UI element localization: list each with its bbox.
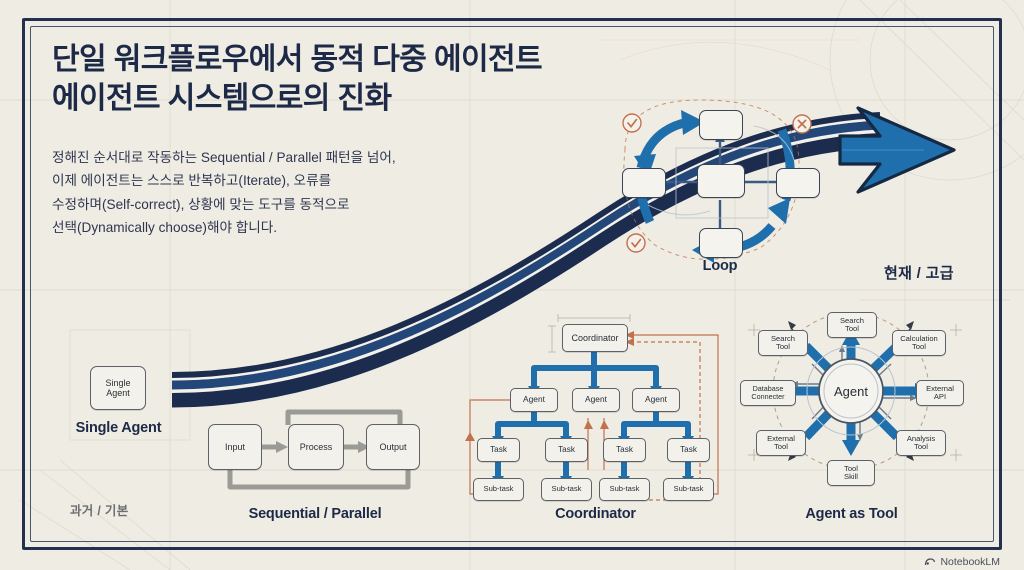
notebooklm-watermark: NotebookLM bbox=[924, 556, 1000, 568]
node-label: Output bbox=[379, 441, 407, 452]
page-title: 단일 워크플로우에서 동적 다중 에이전트 에이전트 시스템으로의 진화 bbox=[52, 43, 543, 115]
node-label: External API bbox=[926, 383, 954, 401]
node-label: Input bbox=[224, 441, 246, 452]
node-subtask-3: Sub-task bbox=[599, 478, 650, 501]
node-label: Agent bbox=[645, 394, 667, 405]
tool-node-search-left: Search Tool bbox=[758, 330, 808, 356]
era-label-now: 현재 / 고급 bbox=[884, 265, 954, 282]
node-label: Sub-task bbox=[609, 484, 640, 494]
node-agent-3: Agent bbox=[632, 388, 680, 412]
poster-frame-outer bbox=[22, 18, 1002, 550]
node-output: Output bbox=[366, 424, 420, 470]
node-label: Database Connecter bbox=[751, 383, 785, 401]
node-label: Sub-task bbox=[673, 484, 704, 494]
loop-node-center bbox=[697, 164, 745, 198]
loop-node-top bbox=[699, 110, 743, 140]
node-task-1: Task bbox=[477, 438, 520, 462]
tool-node-search-top: Search Tool bbox=[827, 312, 877, 338]
node-agent-center: Agent bbox=[819, 381, 883, 401]
node-input: Input bbox=[208, 424, 262, 470]
tool-node-external-tool: External Tool bbox=[756, 430, 806, 456]
node-agent-1: Agent bbox=[510, 388, 558, 412]
node-label: Analysis Tool bbox=[906, 433, 936, 451]
node-process: Process bbox=[288, 424, 344, 470]
node-label: Agent bbox=[523, 394, 545, 405]
node-task-2: Task bbox=[545, 438, 588, 462]
node-label: External Tool bbox=[767, 433, 795, 451]
tool-node-calculation: Calculation Tool bbox=[892, 330, 946, 356]
tool-node-database-connecter: Database Connecter bbox=[740, 380, 796, 406]
notebooklm-logo-icon bbox=[925, 558, 936, 566]
node-label: Search Tool bbox=[770, 333, 796, 351]
node-label: Search Tool bbox=[839, 315, 865, 333]
era-label-past: 과거 / 기본 bbox=[70, 504, 129, 518]
node-label: Task bbox=[490, 445, 507, 455]
node-single-agent: Single Agent bbox=[90, 366, 146, 410]
loop-node-bottom bbox=[699, 228, 743, 258]
caption-sequential: Sequential / Parallel bbox=[248, 506, 382, 522]
node-label: Single Agent bbox=[105, 377, 131, 398]
node-coordinator: Coordinator bbox=[562, 324, 628, 352]
node-task-3: Task bbox=[603, 438, 646, 462]
node-label: Calculation Tool bbox=[900, 333, 938, 351]
node-label: Task bbox=[558, 445, 575, 455]
tool-node-tool-skill: Tool Skill bbox=[827, 460, 875, 486]
node-subtask-4: Sub-task bbox=[663, 478, 714, 501]
node-label: Agent bbox=[585, 394, 607, 405]
node-label: Sub-task bbox=[551, 484, 582, 494]
tool-node-external-api: External API bbox=[916, 380, 964, 406]
caption-agent-as-tool: Agent as Tool bbox=[805, 506, 898, 522]
node-label: Sub-task bbox=[483, 484, 514, 494]
node-agent-2: Agent bbox=[572, 388, 620, 412]
page-subtitle: 정해진 순서대로 작동하는 Sequential / Parallel 패턴을 … bbox=[52, 150, 396, 236]
poster-frame-inner bbox=[30, 26, 994, 542]
node-subtask-2: Sub-task bbox=[541, 478, 592, 501]
loop-node-right bbox=[776, 168, 820, 198]
caption-coordinator: Coordinator bbox=[555, 506, 636, 522]
tool-node-analysis: Analysis Tool bbox=[896, 430, 946, 456]
watermark-label: NotebookLM bbox=[940, 556, 1000, 568]
node-subtask-1: Sub-task bbox=[473, 478, 524, 501]
node-label: Coordinator bbox=[571, 332, 619, 343]
node-label: Tool Skill bbox=[844, 463, 858, 481]
node-label: Task bbox=[680, 445, 697, 455]
caption-single-agent: Single Agent bbox=[75, 420, 162, 436]
node-label: Task bbox=[616, 445, 633, 455]
node-label: Agent bbox=[834, 383, 868, 399]
loop-node-left bbox=[622, 168, 666, 198]
node-task-4: Task bbox=[667, 438, 710, 462]
node-label: Process bbox=[299, 441, 333, 452]
caption-loop: Loop bbox=[702, 258, 738, 274]
